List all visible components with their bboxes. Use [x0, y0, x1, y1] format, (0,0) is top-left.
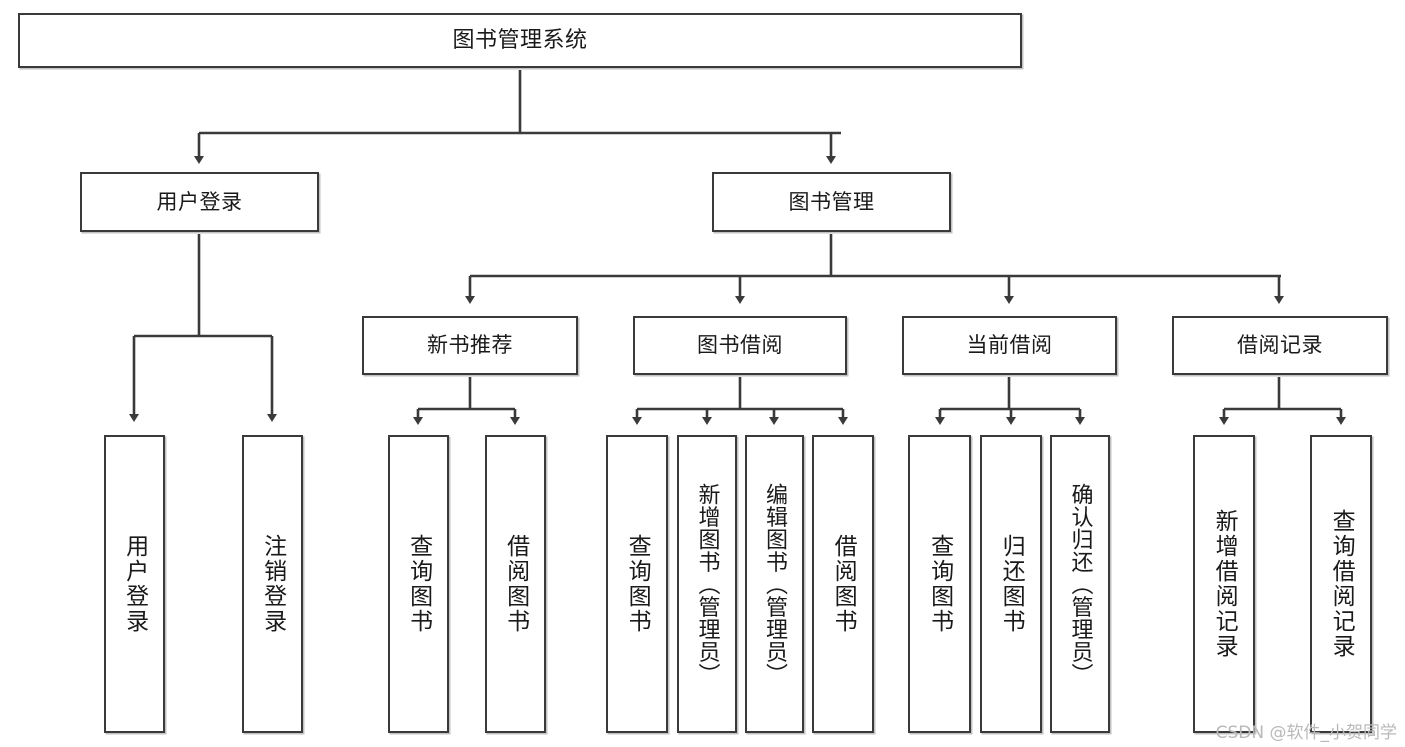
node-book-borrow[interactable]: 图书借阅: [633, 316, 847, 375]
node-root-label: 图书管理系统: [452, 27, 588, 53]
leaf-new-book-query[interactable]: 查询图书: [388, 435, 449, 733]
leaf-label: 用户登录: [121, 534, 148, 634]
node-book-borrow-label: 图书借阅: [697, 333, 783, 358]
leaf-label: 查询图书: [405, 534, 432, 634]
node-root[interactable]: 图书管理系统: [18, 13, 1022, 68]
node-new-book-recommend[interactable]: 新书推荐: [362, 316, 578, 375]
leaf-current-borrow-return[interactable]: 归还图书: [980, 435, 1042, 733]
leaf-borrow-record-add[interactable]: 新增借阅记录: [1193, 435, 1255, 733]
leaf-label: 查询借阅记录: [1328, 509, 1355, 659]
leaf-borrow-record-query[interactable]: 查询借阅记录: [1310, 435, 1372, 733]
leaf-book-borrow-edit[interactable]: 编辑图书（管理员）: [745, 435, 804, 733]
node-user-login[interactable]: 用户登录: [80, 172, 319, 232]
leaf-label: 借阅图书: [502, 534, 529, 634]
node-book-management-label: 图书管理: [788, 189, 875, 214]
leaf-current-borrow-confirm-return[interactable]: 确认归还（管理员）: [1050, 435, 1110, 733]
leaf-user-login-logout[interactable]: 注销登录: [242, 435, 303, 733]
node-user-login-label: 用户登录: [156, 189, 243, 214]
leaf-book-borrow-query[interactable]: 查询图书: [606, 435, 668, 733]
leaf-label: 查询图书: [926, 534, 953, 634]
node-book-management[interactable]: 图书管理: [712, 172, 951, 232]
leaf-book-borrow-borrow[interactable]: 借阅图书: [812, 435, 874, 733]
node-current-borrow[interactable]: 当前借阅: [902, 316, 1117, 375]
watermark: CSDN @软件_小贺同学: [1215, 723, 1397, 743]
leaf-current-borrow-query[interactable]: 查询图书: [908, 435, 971, 733]
leaf-user-login-login[interactable]: 用户登录: [104, 435, 165, 733]
leaf-label: 注销登录: [259, 534, 286, 634]
leaf-label: 查询图书: [624, 534, 651, 634]
leaf-book-borrow-add[interactable]: 新增图书（管理员）: [677, 435, 737, 733]
leaf-label: 编辑图书（管理员）: [762, 482, 788, 686]
node-borrow-record-label: 借阅记录: [1237, 333, 1323, 358]
leaf-label: 借阅图书: [830, 534, 857, 634]
leaf-label: 确认归还（管理员）: [1067, 482, 1093, 686]
leaf-new-book-borrow[interactable]: 借阅图书: [485, 435, 546, 733]
leaf-label: 归还图书: [998, 534, 1025, 634]
node-current-borrow-label: 当前借阅: [966, 333, 1053, 358]
leaf-label: 新增借阅记录: [1211, 509, 1238, 659]
leaf-label: 新增图书（管理员）: [694, 482, 720, 686]
node-new-book-recommend-label: 新书推荐: [427, 333, 513, 358]
node-borrow-record[interactable]: 借阅记录: [1172, 316, 1388, 375]
